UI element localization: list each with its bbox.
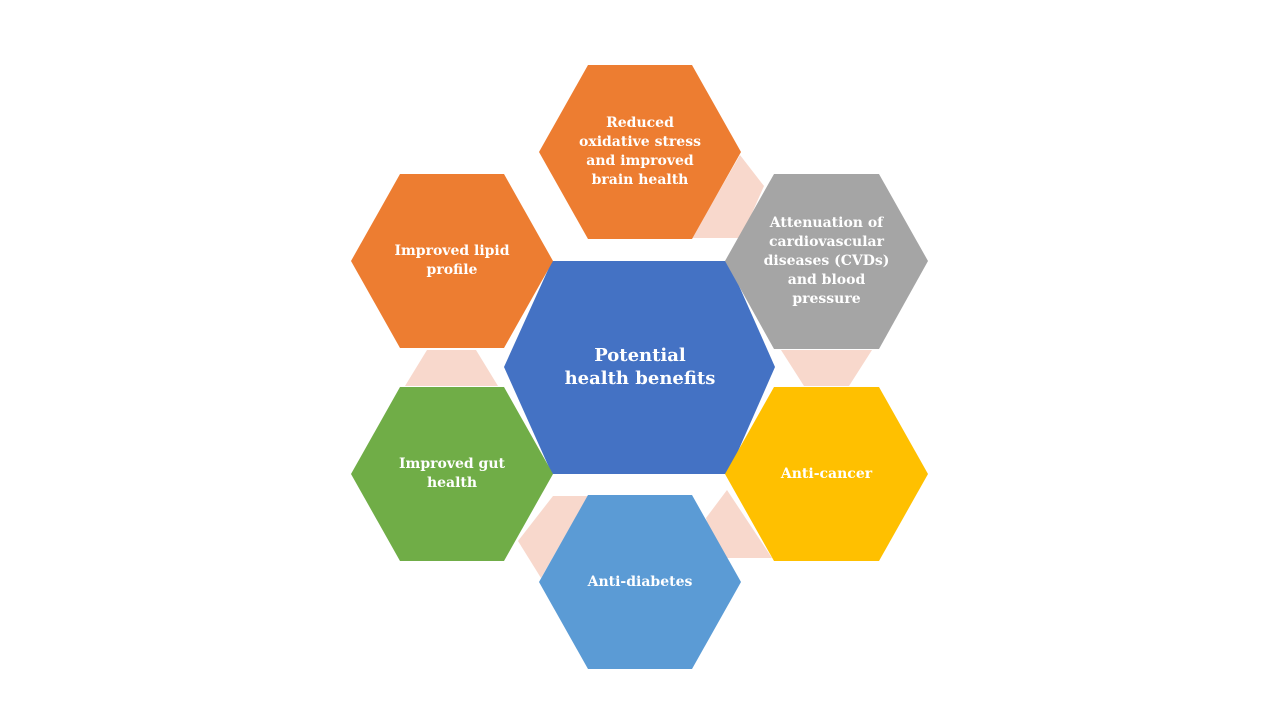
- label-lipid: Improved lipid profile: [394, 243, 510, 278]
- label-gut: Improved gut health: [398, 456, 505, 491]
- hexagon-gut: [351, 387, 553, 561]
- hexagon-lipid: [351, 174, 553, 348]
- label-cvd: Attenuation of cardiovascular diseases (…: [763, 214, 890, 307]
- connector-diabetes-gut: [518, 496, 588, 578]
- label-diabetes: Anti-diabetes: [587, 573, 693, 590]
- label-center: Potential health benefits: [564, 345, 716, 389]
- connector-brain-cvd: [692, 155, 764, 238]
- label-brain: Reduced oxidative stress and improved br…: [579, 115, 701, 188]
- connector-cancer-diabetes: [706, 490, 772, 558]
- hexagon-cancer: [725, 387, 928, 561]
- hexagon-brain: [539, 65, 741, 239]
- hexagon-cvd: [725, 174, 928, 349]
- connector-gut-lipid: [405, 350, 498, 386]
- hexagon-center: [504, 261, 775, 474]
- label-cancer: Anti-cancer: [780, 465, 873, 482]
- connector-cvd-cancer: [781, 350, 872, 386]
- hexagon-diabetes: [539, 495, 741, 669]
